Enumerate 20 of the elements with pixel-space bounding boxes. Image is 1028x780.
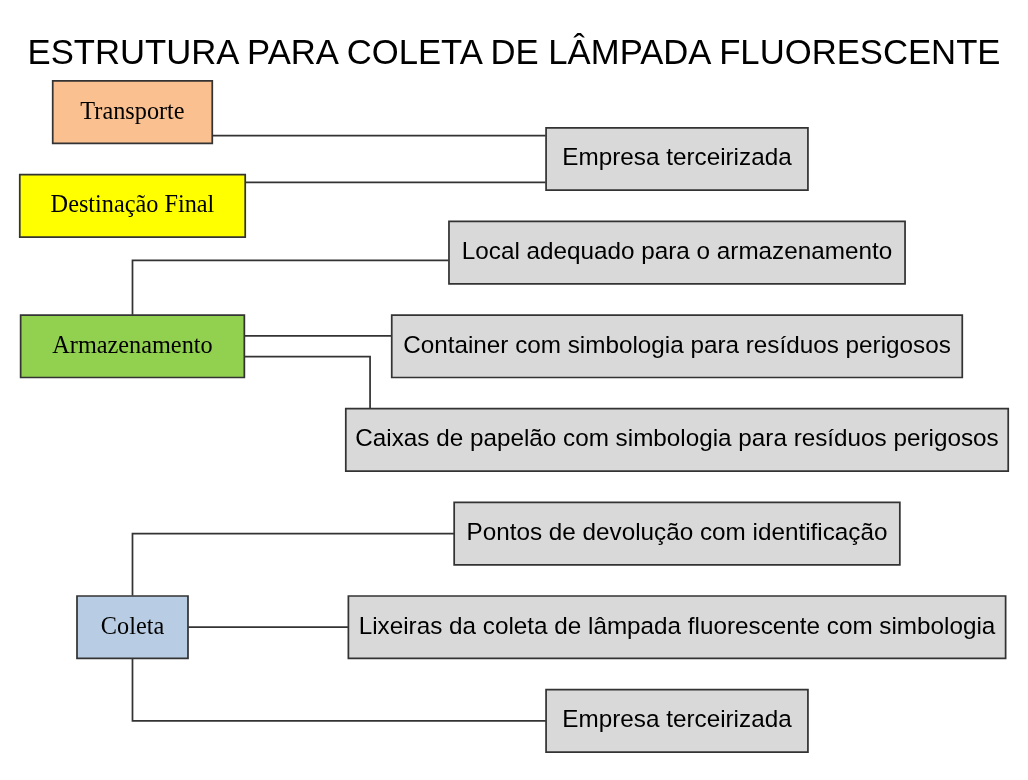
- connector: [131, 532, 455, 596]
- node-box: Lixeiras da coleta de lâmpada fluorescente com simbologia: [347, 594, 1007, 659]
- node-box: Caixas de papelão com simbologia para resíduos perigosos: [344, 407, 1010, 472]
- connector: [243, 334, 393, 337]
- diagram-title: ESTRUTURA PARA COLETA DE LÂMPADA FLUORESCENTE: [27, 32, 1001, 71]
- connector: [211, 134, 547, 136]
- connector: [244, 355, 371, 409]
- node-box: Empresa terceirizada: [545, 688, 809, 753]
- connector: [187, 625, 349, 628]
- node-box: Destinação Final: [18, 173, 247, 238]
- node-box: Transporte: [51, 79, 214, 144]
- connector: [131, 657, 547, 722]
- connector: [244, 181, 547, 183]
- node-box: Coleta: [76, 594, 189, 659]
- node-box: Armazenamento: [19, 313, 246, 378]
- node-box: Empresa terceirizada: [545, 126, 809, 191]
- connector: [131, 259, 450, 316]
- node-box: Pontos de devolução com identificação: [453, 501, 901, 566]
- node-box: Local adequado para o armazenamento: [448, 220, 906, 285]
- node-box: Container com simbologia para resíduos perigosos: [390, 313, 964, 378]
